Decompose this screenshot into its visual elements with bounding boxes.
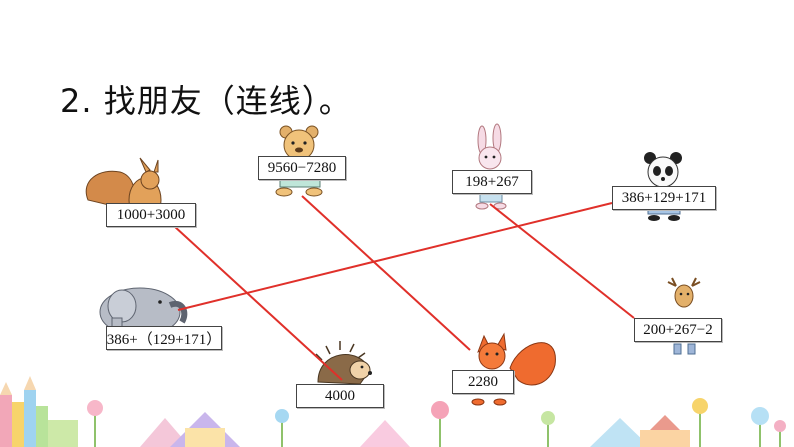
card-elephant[interactable]: 386+（129+171） — [106, 326, 222, 350]
connection-line — [489, 203, 635, 319]
card-panda[interactable]: 386+129+171 — [612, 186, 716, 210]
deer-icon — [667, 277, 701, 355]
trees-icon — [87, 398, 786, 447]
fox-icon — [471, 332, 556, 406]
card-rabbit[interactable]: 198+267 — [452, 170, 532, 194]
rabbit-icon — [475, 123, 507, 210]
page-title: 2. 找朋友（连线）。 — [60, 82, 352, 120]
card-deer[interactable]: 200+267−2 — [634, 318, 722, 342]
card-fox[interactable]: 2280 — [452, 370, 514, 394]
hedgehog-icon — [315, 341, 372, 385]
connection-line — [301, 195, 471, 351]
card-hedgehog[interactable]: 4000 — [296, 384, 384, 408]
pencils-icon — [0, 376, 78, 447]
card-bear[interactable]: 9560−7280 — [258, 156, 346, 180]
card-squirrel[interactable]: 1000+3000 — [106, 203, 196, 227]
connection-line — [173, 225, 343, 381]
connection-line — [177, 202, 613, 311]
houses-icon — [140, 412, 690, 447]
